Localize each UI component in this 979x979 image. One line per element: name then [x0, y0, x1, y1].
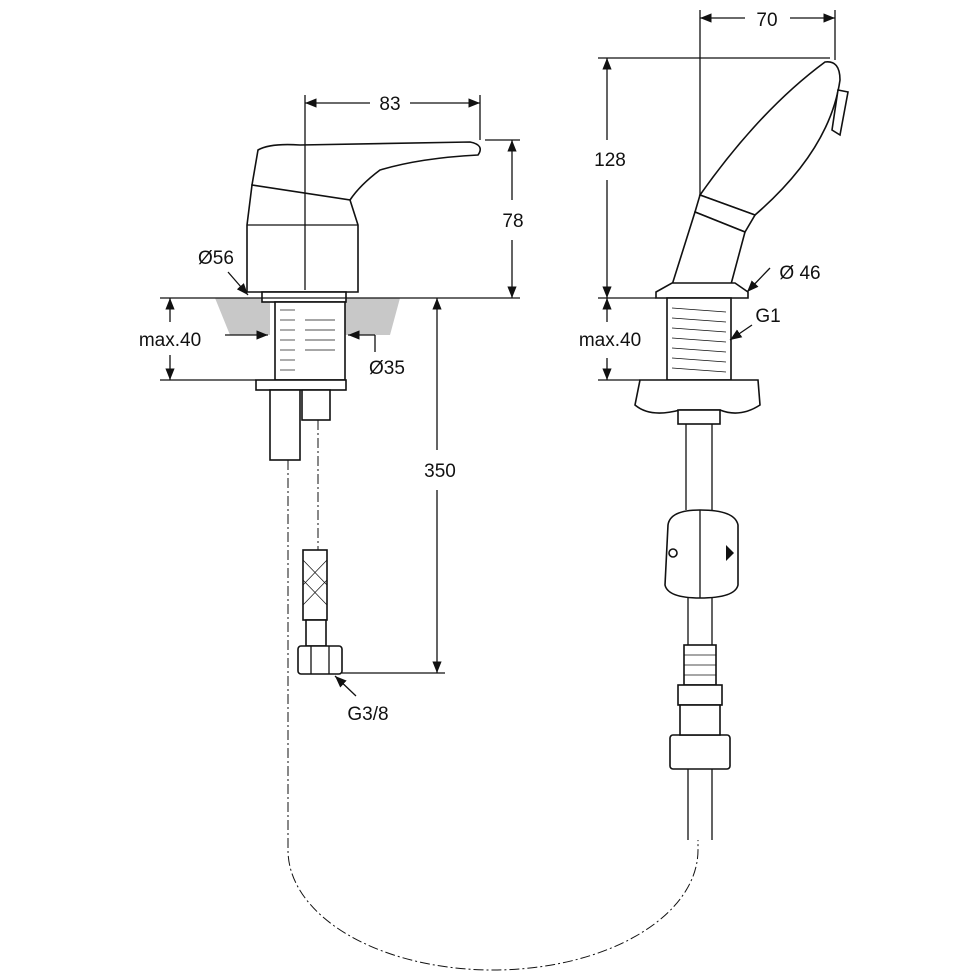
- mixer-body: [246, 184, 359, 293]
- mixer-side-view: 83 78 Ø56 max.40 Ø35 350 G3/8: [139, 94, 524, 725]
- dim-hose-length: 350: [424, 461, 456, 482]
- shower-base: [655, 282, 749, 299]
- shower-side-view: 70 128 Ø 46 G1 max.40: [579, 10, 849, 840]
- countertop: [215, 298, 400, 335]
- shower-nozzle: [831, 89, 849, 137]
- dim-body-diameter: Ø56: [198, 248, 234, 269]
- threaded-shank: [274, 301, 346, 381]
- shank-thread: [280, 309, 335, 371]
- base-plate: [261, 291, 347, 303]
- connection-nut: [297, 645, 343, 675]
- dim-shower-height: 128: [594, 150, 626, 171]
- hose-upper: [301, 389, 331, 421]
- dim-handle-length: 83: [379, 94, 400, 115]
- dim-shower-max-deck: max.40: [579, 330, 641, 351]
- hose-lower: [302, 549, 328, 621]
- hose-weight: [664, 509, 739, 599]
- connector-nut: [669, 734, 731, 770]
- dim-connection: G3/8: [347, 704, 388, 725]
- dim-thread: G1: [755, 306, 780, 327]
- dim-height: 78: [502, 211, 523, 232]
- dim-max-deck: max.40: [139, 330, 201, 351]
- supply-pipe: [269, 389, 301, 461]
- dim-hole-diameter: Ø35: [369, 358, 405, 379]
- fixing-plate: [255, 379, 347, 391]
- hose-ferrule: [305, 619, 327, 647]
- dim-width: 70: [756, 10, 777, 31]
- shower-head: [698, 61, 841, 216]
- hose-path-centerline: [287, 460, 699, 971]
- dim-base-diameter: Ø 46: [779, 263, 820, 284]
- shower-fixing-nut: [634, 379, 761, 414]
